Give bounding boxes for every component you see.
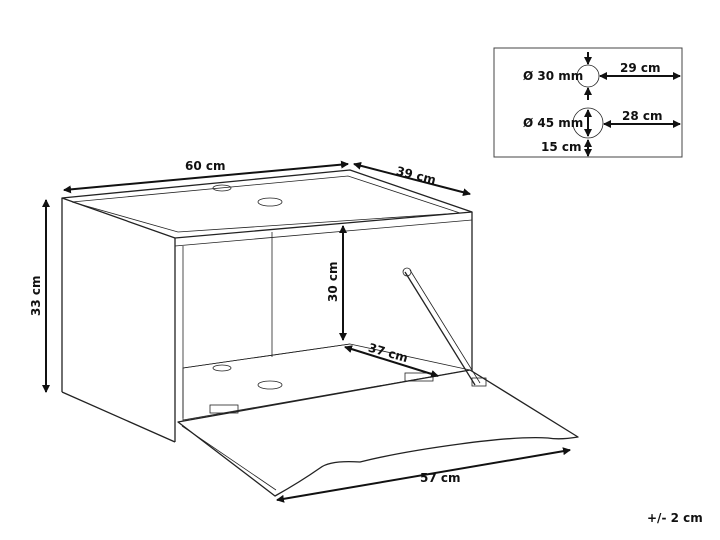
small-hole-offset: 29 cm	[620, 61, 661, 75]
large-hole-diameter: Ø 45 mm	[523, 116, 583, 130]
flap-width-label: 57 cm	[420, 471, 461, 485]
height-label: 33 cm	[29, 276, 43, 317]
flap-width-dimension-line	[276, 447, 571, 503]
cabinet-body	[61, 169, 473, 443]
large-hole-offset: 28 cm	[622, 109, 663, 123]
width-label: 60 cm	[185, 159, 226, 173]
depth-dimension-line	[353, 161, 471, 197]
width-dimension-line	[63, 160, 349, 194]
inner-height-label: 30 cm	[326, 262, 340, 303]
inner-depth-label: 37 cm	[367, 341, 410, 366]
large-hole-bottom-offset: 15 cm	[541, 140, 582, 154]
inner-depth-dimension-line	[344, 345, 439, 378]
depth-label: 39 cm	[395, 164, 438, 187]
flap-stay	[402, 267, 481, 386]
small-hole-diameter: Ø 30 mm	[523, 69, 583, 83]
hole-detail-inset: Ø 30 mm 29 cm Ø 45 mm 28 cm 15 cm	[493, 47, 683, 158]
flap-door	[177, 369, 579, 497]
tolerance-label: +/- 2 cm	[647, 511, 703, 525]
